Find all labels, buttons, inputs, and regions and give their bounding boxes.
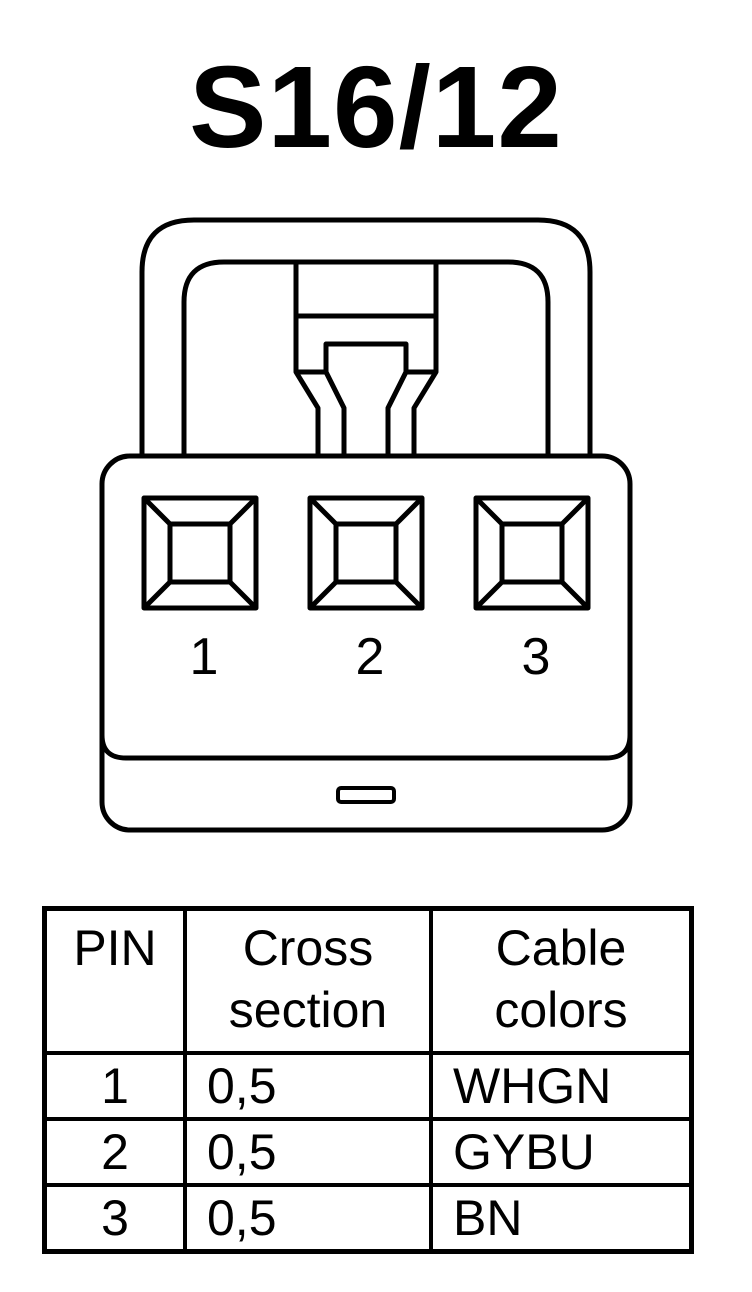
latch-inner	[181, 259, 551, 458]
header-cable-colors: Cable colors	[429, 906, 694, 1055]
cell-cable-color: WHGN	[429, 1051, 694, 1121]
cell-cable-color: GYBU	[429, 1117, 694, 1187]
pin-socket-3	[473, 495, 591, 611]
table-row: 2 0,5 GYBU	[42, 1117, 694, 1187]
pin-table: PIN Cross section Cable colors 1 0,5 WHG…	[42, 906, 694, 1254]
table-row: 3 0,5 BN	[42, 1183, 694, 1254]
pin-number-2: 2	[356, 628, 385, 686]
cell-cross-section: 0,5	[183, 1183, 433, 1254]
header-cross-section: Cross section	[183, 906, 433, 1055]
latch-tab	[293, 264, 321, 458]
pin-socket-2	[307, 495, 425, 611]
header-pin: PIN	[42, 906, 187, 1055]
table-header-row: PIN Cross section Cable colors	[42, 906, 694, 1055]
connector-body	[99, 453, 633, 833]
cell-cable-color: BN	[429, 1183, 694, 1254]
cell-pin: 3	[42, 1183, 187, 1254]
pin-number-1: 1	[190, 628, 219, 686]
cell-cross-section: 0,5	[183, 1117, 433, 1187]
slot-mark	[336, 786, 396, 804]
cell-cross-section: 0,5	[183, 1051, 433, 1121]
cell-pin: 1	[42, 1051, 187, 1121]
cell-pin: 2	[42, 1117, 187, 1187]
connector-title: S16/12	[189, 42, 563, 172]
latch-outer	[139, 217, 593, 458]
pin-number-3: 3	[522, 628, 551, 686]
table-row: 1 0,5 WHGN	[42, 1051, 694, 1121]
connector-diagram: 1 2 3	[99, 217, 633, 833]
pin-socket-1	[141, 495, 259, 611]
